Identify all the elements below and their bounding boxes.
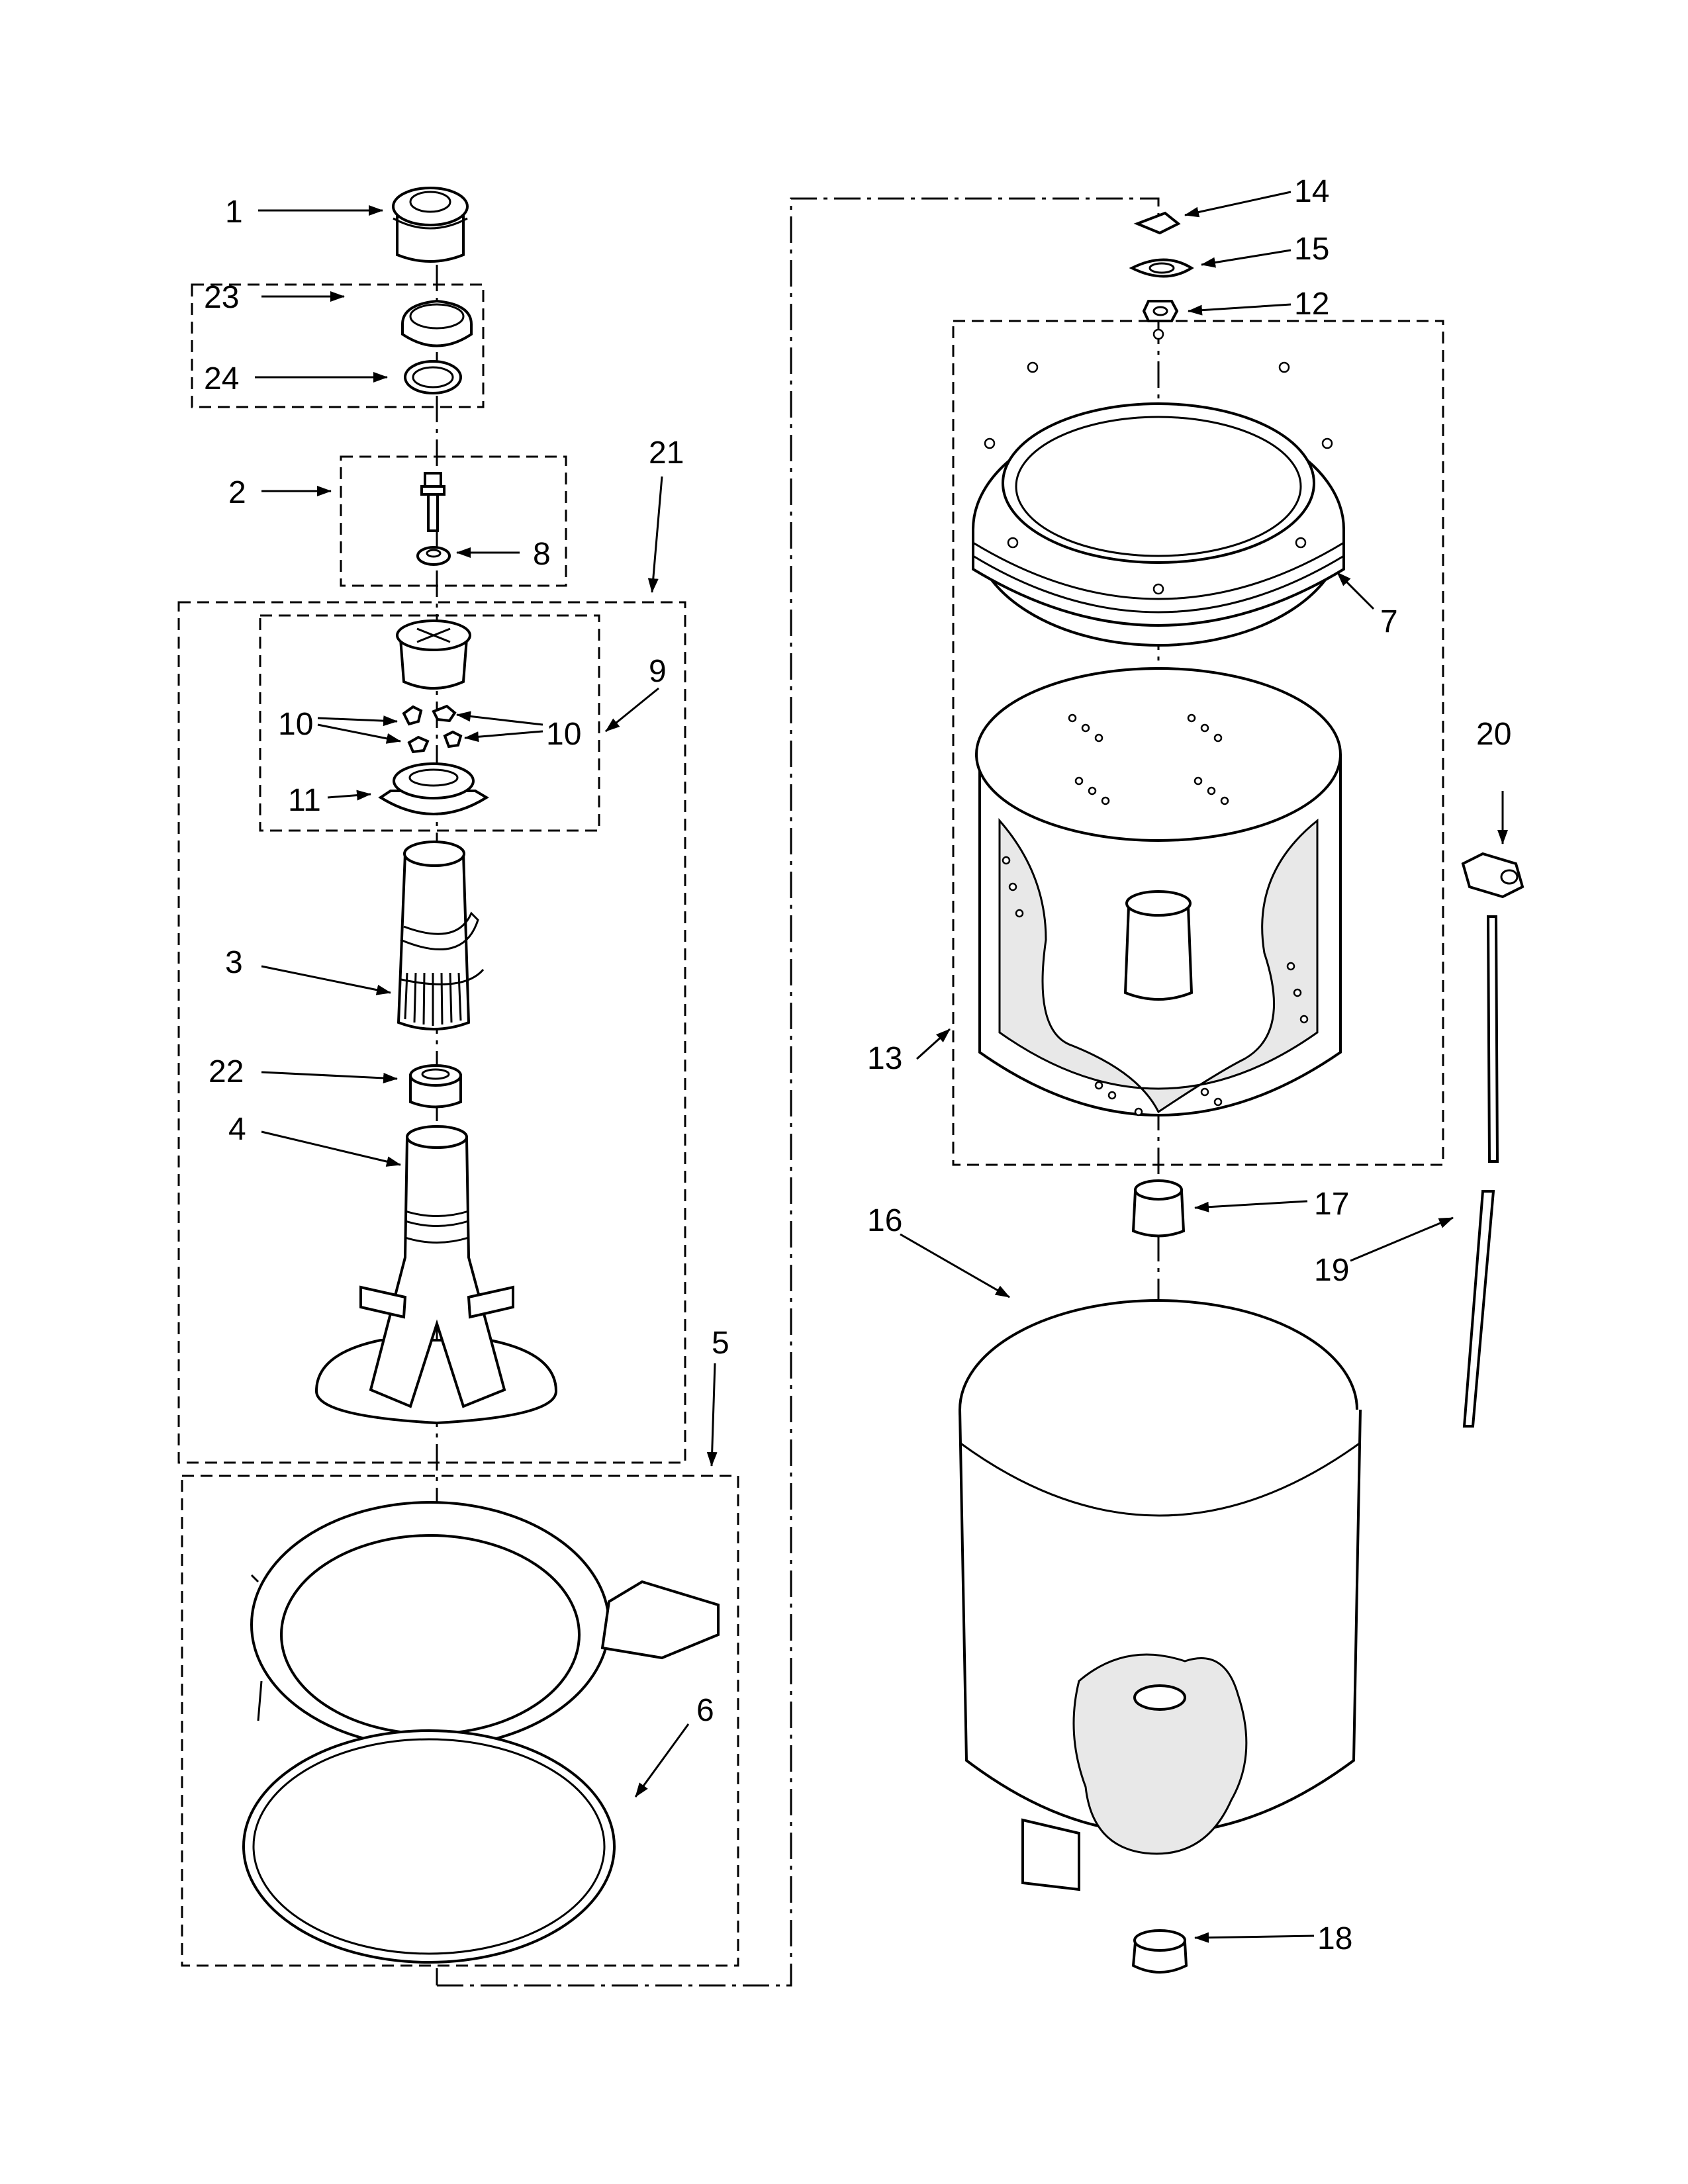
callout-18: 18 [1317, 1921, 1352, 1956]
part-9-agitator-cam [396, 619, 471, 690]
callout-5: 5 [712, 1326, 729, 1361]
part-17-hub-nut [1131, 1179, 1186, 1238]
part-10-dogs [402, 704, 463, 754]
callout-2: 2 [228, 475, 246, 510]
part-15-washer [1129, 258, 1194, 278]
part-3-agitator-barrel [397, 841, 485, 1030]
part-2-bolt [420, 472, 445, 532]
callout-17: 17 [1314, 1187, 1349, 1222]
leader-lines [255, 191, 1508, 1943]
callout-8: 8 [533, 537, 551, 572]
part-16-outer-tub [959, 1299, 1362, 1891]
callout-6: 6 [696, 1693, 714, 1728]
part-14-clip [1133, 211, 1181, 235]
part-11-cam-ring [378, 762, 489, 815]
callout-4: 4 [228, 1112, 246, 1147]
callout-20: 20 [1476, 717, 1511, 752]
part-19-hose [1462, 915, 1499, 1428]
group-box-2 [340, 455, 567, 587]
callout-14: 14 [1294, 174, 1329, 209]
callout-23: 23 [204, 280, 239, 315]
callout-10-left: 10 [278, 707, 313, 742]
callout-9: 9 [649, 654, 667, 689]
callout-7: 7 [1380, 604, 1398, 639]
part-24-seal-ring [404, 360, 462, 394]
callout-16: 16 [867, 1203, 902, 1238]
callout-1: 1 [225, 195, 243, 230]
callout-13: 13 [867, 1041, 902, 1076]
callout-12: 12 [1294, 287, 1329, 322]
part-18-bearing [1131, 1929, 1188, 1974]
callout-3: 3 [225, 945, 243, 980]
part-6-tub-seal [242, 1729, 616, 1964]
group-boxes [177, 283, 1444, 1967]
group-box-9 [259, 614, 600, 832]
callout-24: 24 [204, 361, 239, 396]
callout-10-right: 10 [546, 717, 581, 752]
part-8-washer [416, 546, 451, 566]
part-23-dispenser [401, 299, 473, 347]
part-5-tub-ring [250, 1501, 720, 1774]
callout-19: 19 [1314, 1253, 1349, 1288]
group-box-13 [952, 320, 1444, 1166]
part-22-drive-bell-ring [409, 1064, 462, 1109]
part-12-nut [1142, 300, 1179, 322]
part-4-agitator-base [314, 1125, 558, 1425]
callout-21: 21 [649, 435, 684, 471]
callout-22: 22 [209, 1054, 244, 1089]
callout-15: 15 [1294, 232, 1329, 267]
part-13-basket [975, 667, 1342, 1116]
group-box-23-24 [191, 283, 485, 408]
callout-11: 11 [288, 783, 321, 818]
part-20-hose-clip [1461, 852, 1524, 899]
part-7-balance-ring [972, 328, 1345, 647]
part-1-cap [392, 187, 469, 263]
group-box-5 [181, 1475, 739, 1967]
group-box-21 [177, 601, 686, 1464]
callout-labels: 1 23 24 2 8 21 9 10 10 11 3 22 4 5 6 14 … [204, 174, 1511, 1956]
